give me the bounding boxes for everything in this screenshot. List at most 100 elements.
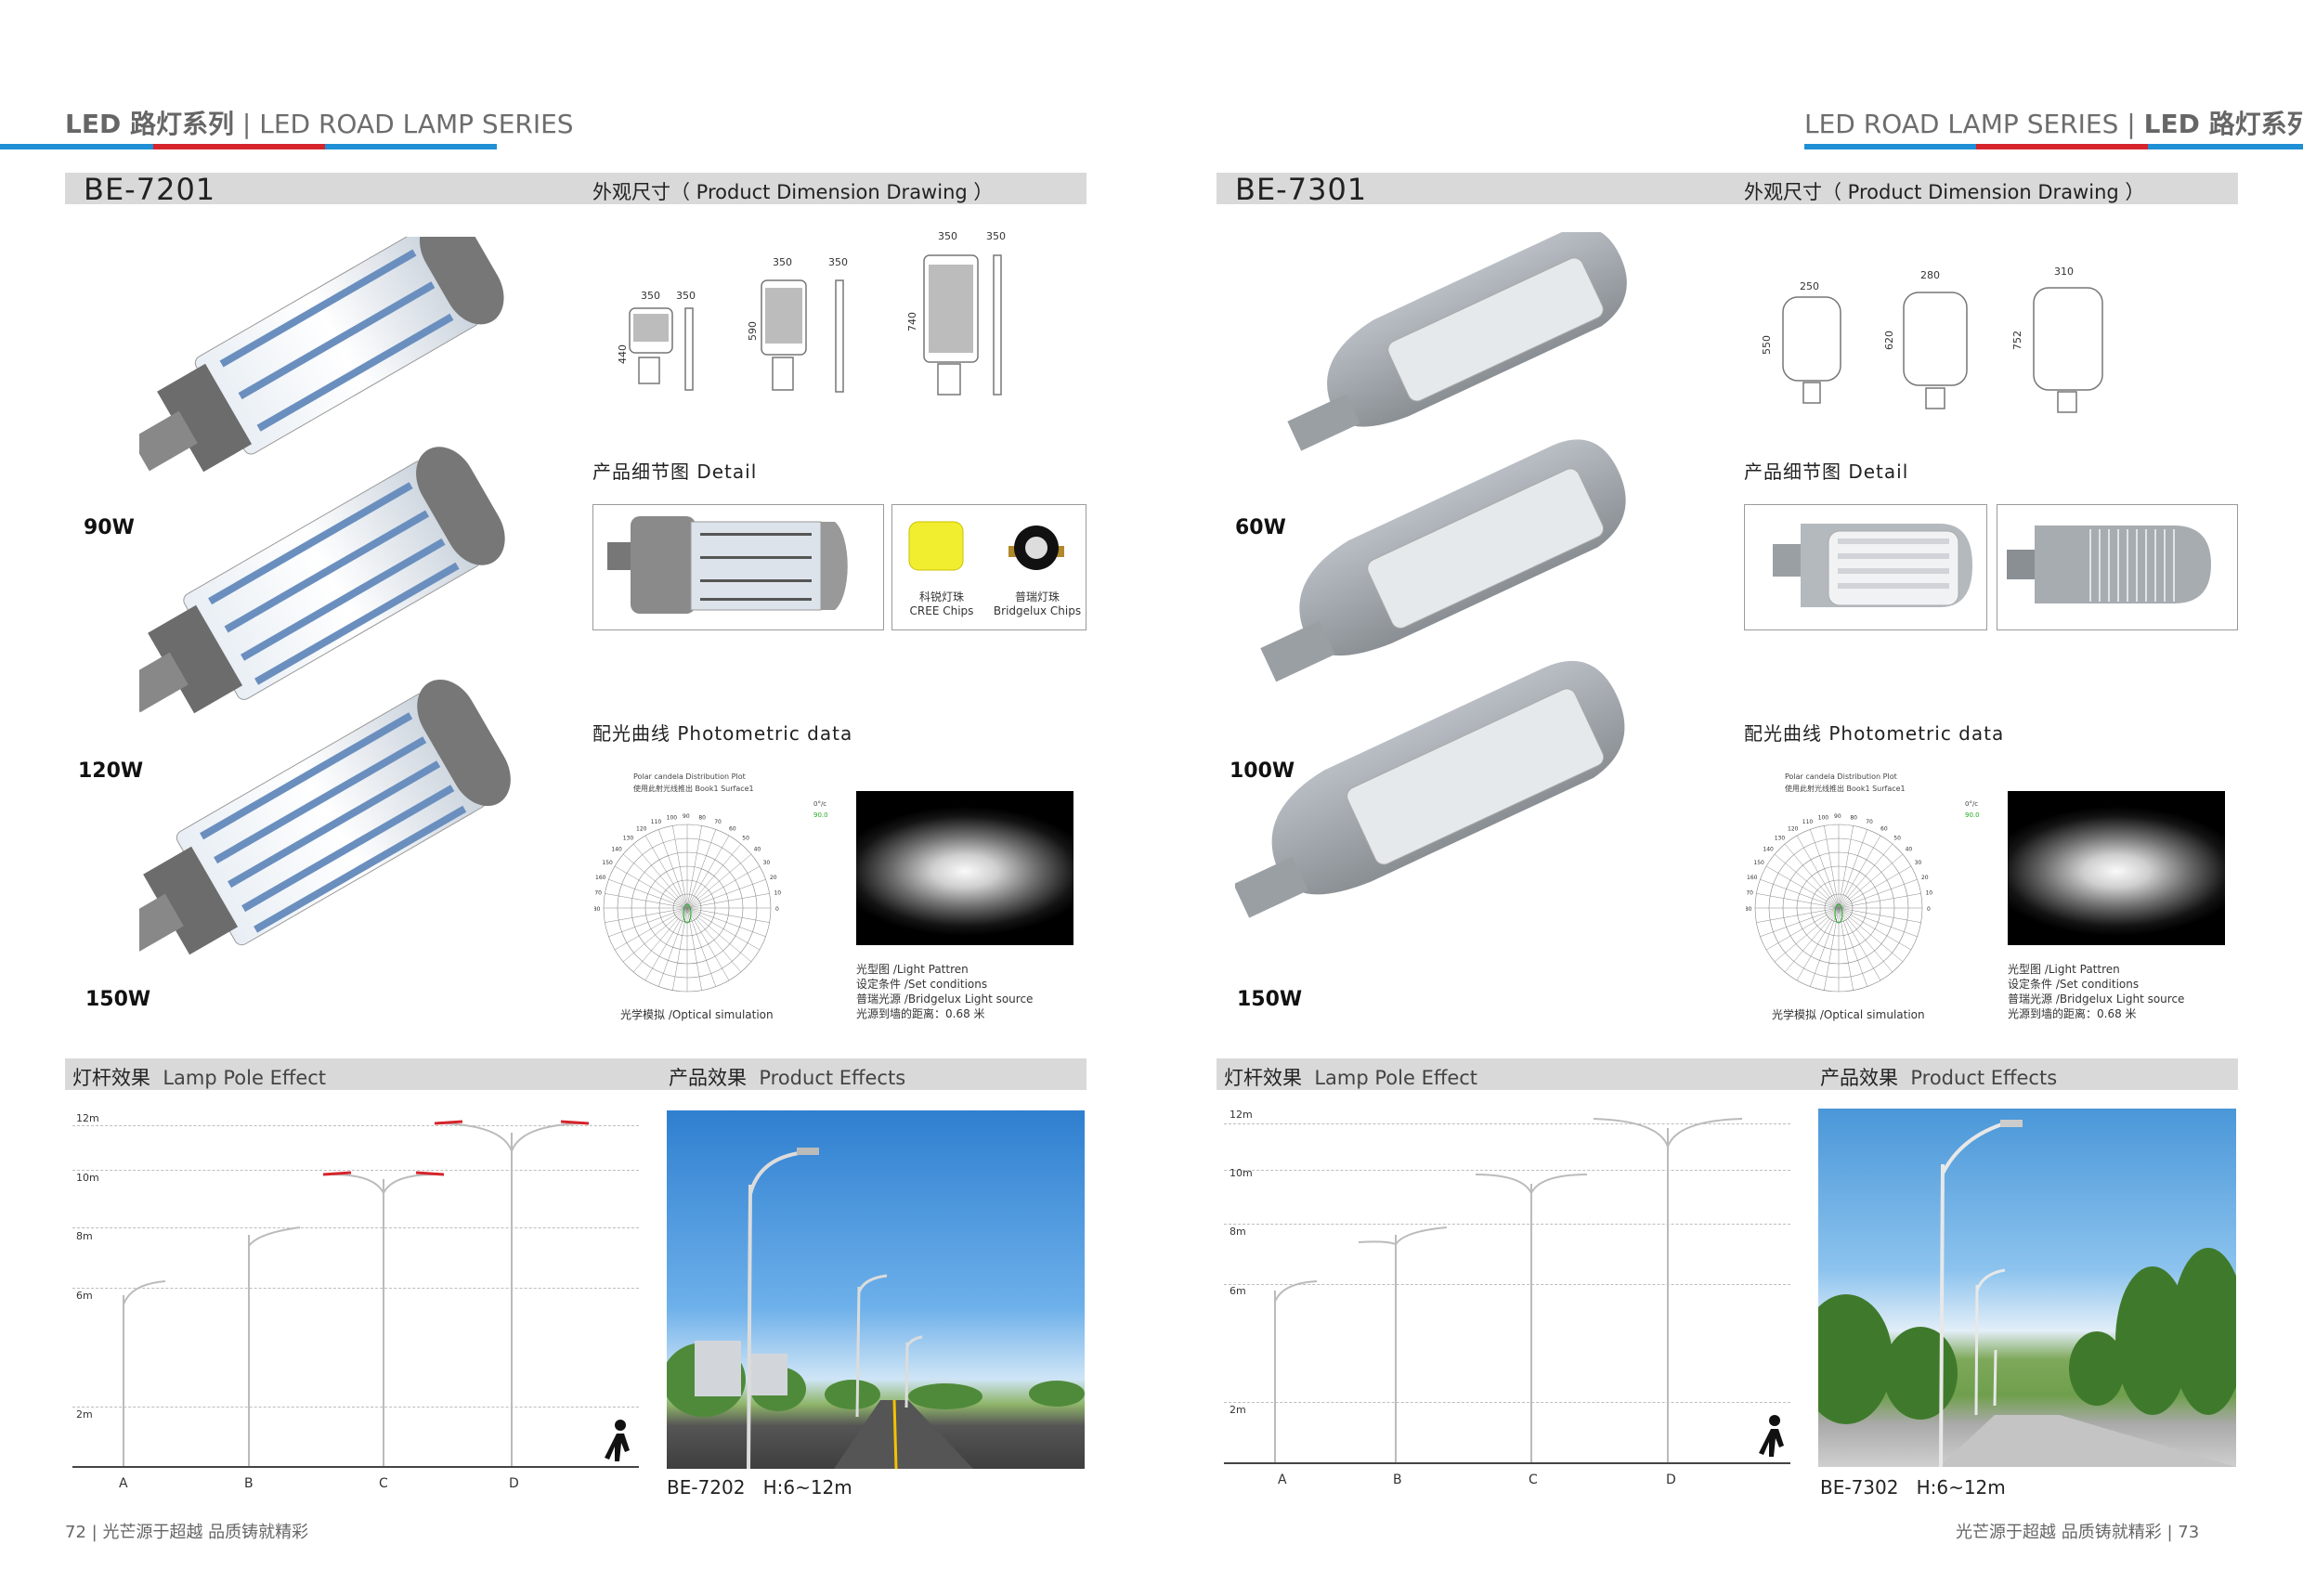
height-tick: 6m xyxy=(1230,1285,1246,1297)
effects-header-bar xyxy=(1217,1058,2238,1090)
polar-spoke xyxy=(1796,835,1840,909)
lamp-image-90w xyxy=(139,237,504,473)
polar-spoke xyxy=(686,829,717,909)
polar-spoke xyxy=(686,907,766,938)
model-header-bar xyxy=(1217,173,2238,204)
polar-spoke xyxy=(1838,853,1904,909)
product-effect-photo xyxy=(1818,1109,2236,1467)
polar-spoke xyxy=(622,853,688,909)
wattage-label: 60W xyxy=(1235,516,1286,539)
product-effects-label: 产品效果 Product Effects xyxy=(1820,1067,2058,1089)
pole-height-diagram: 12m 10m 8m 6m 2m A B C D xyxy=(72,1105,639,1495)
polar-spoke xyxy=(686,907,730,981)
effects-header-bar xyxy=(65,1058,1086,1090)
polar-spoke xyxy=(1838,878,1918,909)
polar-spoke xyxy=(1838,907,1881,981)
detail-label: 产品细节图 Detail xyxy=(592,461,758,483)
polar-grid: 1801701601501401301201101009080706050403… xyxy=(594,813,781,993)
pole-label: A xyxy=(1278,1473,1287,1487)
polar-spoke xyxy=(686,853,752,909)
polar-spoke xyxy=(1838,907,1893,973)
polar-tick-label: 20 xyxy=(1921,875,1929,881)
photometric-label: 配光曲线 Photometric data xyxy=(592,722,853,745)
polar-spoke xyxy=(632,907,688,973)
polar-spoke xyxy=(1838,907,1904,963)
accent-rule-blue xyxy=(1804,144,1976,149)
polar-spoke xyxy=(1838,865,1912,909)
polar-spoke xyxy=(1838,907,1921,923)
pole-height-diagram: 12m 10m 8m 6m 2m A B C D xyxy=(1224,1105,1790,1495)
polar-spoke xyxy=(672,907,688,991)
polar-spoke xyxy=(1765,865,1840,909)
polar-spoke xyxy=(1824,907,1840,991)
pole-effect-label: 灯杆效果 Lamp Pole Effect xyxy=(1224,1067,1478,1089)
lamp-image-60w xyxy=(1287,232,1627,451)
polar-tick-label: 160 xyxy=(595,875,606,881)
polar-spoke xyxy=(614,907,688,951)
polar-tick-label: 60 xyxy=(729,825,736,832)
polar-spoke xyxy=(632,843,688,909)
dimension-drawing-outlines xyxy=(629,254,1002,396)
polar-spoke xyxy=(1838,835,1881,909)
polar-spoke xyxy=(686,907,717,987)
model-title: BE-7301 xyxy=(1235,172,1368,207)
polar-tick-label: 50 xyxy=(742,835,749,841)
polar-spoke xyxy=(1838,907,1918,938)
optical-sim-caption: 光学模拟 /Optical simulation xyxy=(1772,1008,1925,1021)
polar-tick-label: 40 xyxy=(1906,847,1913,853)
page-number: 72 xyxy=(65,1523,86,1542)
light-pattern-image xyxy=(856,791,1073,945)
height-tick: 8m xyxy=(76,1230,93,1242)
pole-label: B xyxy=(1393,1473,1402,1487)
polar-tick-label: 110 xyxy=(651,819,662,825)
polar-spoke xyxy=(1784,907,1840,973)
pedestrian-icon xyxy=(605,1420,630,1461)
polar-tick-label: 80 xyxy=(1850,815,1857,822)
dimension-drawings: 350 350 440 350 350 590 350 350 740 xyxy=(613,223,1077,409)
polar-spoke xyxy=(686,907,761,951)
light-pattern-caption: 光型图 /Light Pattren 设定条件 /Set conditions … xyxy=(2008,963,2185,1020)
polar-spoke xyxy=(1838,843,1893,909)
accent-rule-blue xyxy=(2148,144,2303,149)
pole-label: D xyxy=(509,1476,519,1491)
polar-tick-label: 80 xyxy=(698,815,706,822)
polar-tick-label: 50 xyxy=(1893,835,1901,841)
pole-effect-label: 灯杆效果 Lamp Pole Effect xyxy=(72,1067,327,1089)
polar-tick-label: 110 xyxy=(1802,819,1814,825)
polar-spoke xyxy=(686,865,761,909)
accent-rule-blue xyxy=(325,144,497,149)
optical-sim-caption: 光学模拟 /Optical simulation xyxy=(620,1008,774,1021)
height-tick: 2m xyxy=(1230,1404,1246,1416)
light-pattern-image xyxy=(2008,791,2225,945)
pedestrian-icon xyxy=(1759,1415,1784,1457)
polar-spoke xyxy=(686,907,702,991)
polar-spoke xyxy=(686,835,730,909)
polar-tick-label: 180 xyxy=(1746,906,1752,913)
height-tick: 10m xyxy=(1230,1167,1253,1179)
pole-label: D xyxy=(1666,1473,1676,1487)
polar-tick-label: 140 xyxy=(1763,847,1774,853)
polar-spoke xyxy=(686,907,770,923)
wattage-label: 90W xyxy=(84,516,135,539)
height-tick: 12m xyxy=(76,1112,99,1124)
polar-spoke xyxy=(1838,907,1868,987)
wattage-label: 150W xyxy=(85,988,151,1011)
polar-tick-label: 60 xyxy=(1880,825,1888,832)
product-image-group xyxy=(1235,232,1627,918)
dimension-label: 外观尺寸（ Product Dimension Drawing ） xyxy=(592,181,994,203)
polar-plot: Polar candela Distribution Plot 使用此射光线推出… xyxy=(594,769,836,1029)
effect-caption: BE-7302 H:6~12m xyxy=(1820,1476,2006,1499)
lamp-image-150w xyxy=(1235,660,1625,918)
footer-right: 光芒源于超越 品质铸就精彩 | 73 xyxy=(1956,1523,2200,1542)
lamp-image-150w xyxy=(139,679,511,955)
lamp-image-100w xyxy=(1260,439,1626,682)
polar-tick-label: 130 xyxy=(623,835,634,841)
polar-spoke xyxy=(644,835,688,909)
polar-tick-label: 90 xyxy=(1834,813,1841,820)
polar-spoke xyxy=(1765,907,1840,951)
polar-spoke xyxy=(686,907,742,973)
polar-spoke xyxy=(1760,907,1840,938)
lamp-image-120w xyxy=(139,447,505,714)
